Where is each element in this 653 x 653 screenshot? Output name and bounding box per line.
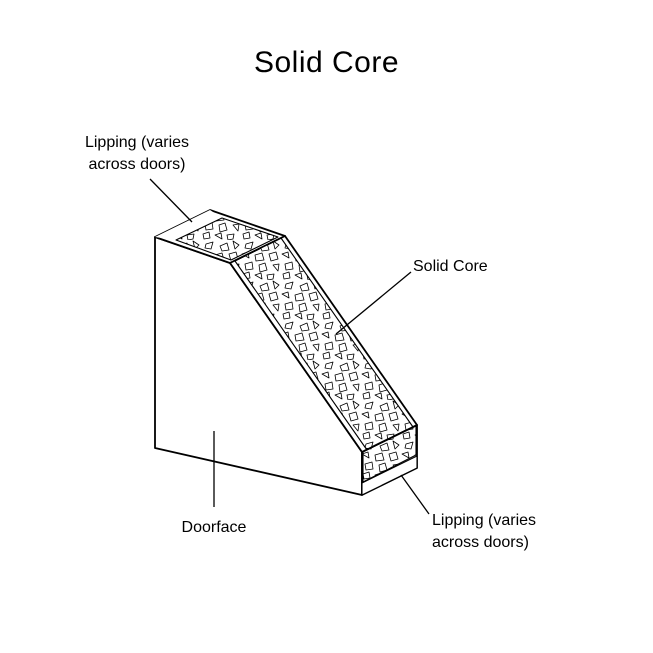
lipping-top-strip <box>155 210 222 240</box>
lipping-top-label: Lipping (varies across doors) <box>84 134 190 173</box>
solid-core-label: Solid Core <box>413 258 488 275</box>
leader-line-lipping-top <box>149 178 193 223</box>
leader-line-solid-core <box>335 271 412 335</box>
leader-line-lipping-bottom <box>400 474 430 515</box>
lipping-bottom-strip <box>361 455 418 496</box>
end-face-core-speckle <box>362 425 417 483</box>
top-edge-core-speckle <box>175 217 279 261</box>
doorface-label: Doorface <box>181 519 247 536</box>
lipping-bottom-label: Lipping (varies across doors) <box>432 512 537 551</box>
page-title: Solid Core <box>253 46 400 79</box>
